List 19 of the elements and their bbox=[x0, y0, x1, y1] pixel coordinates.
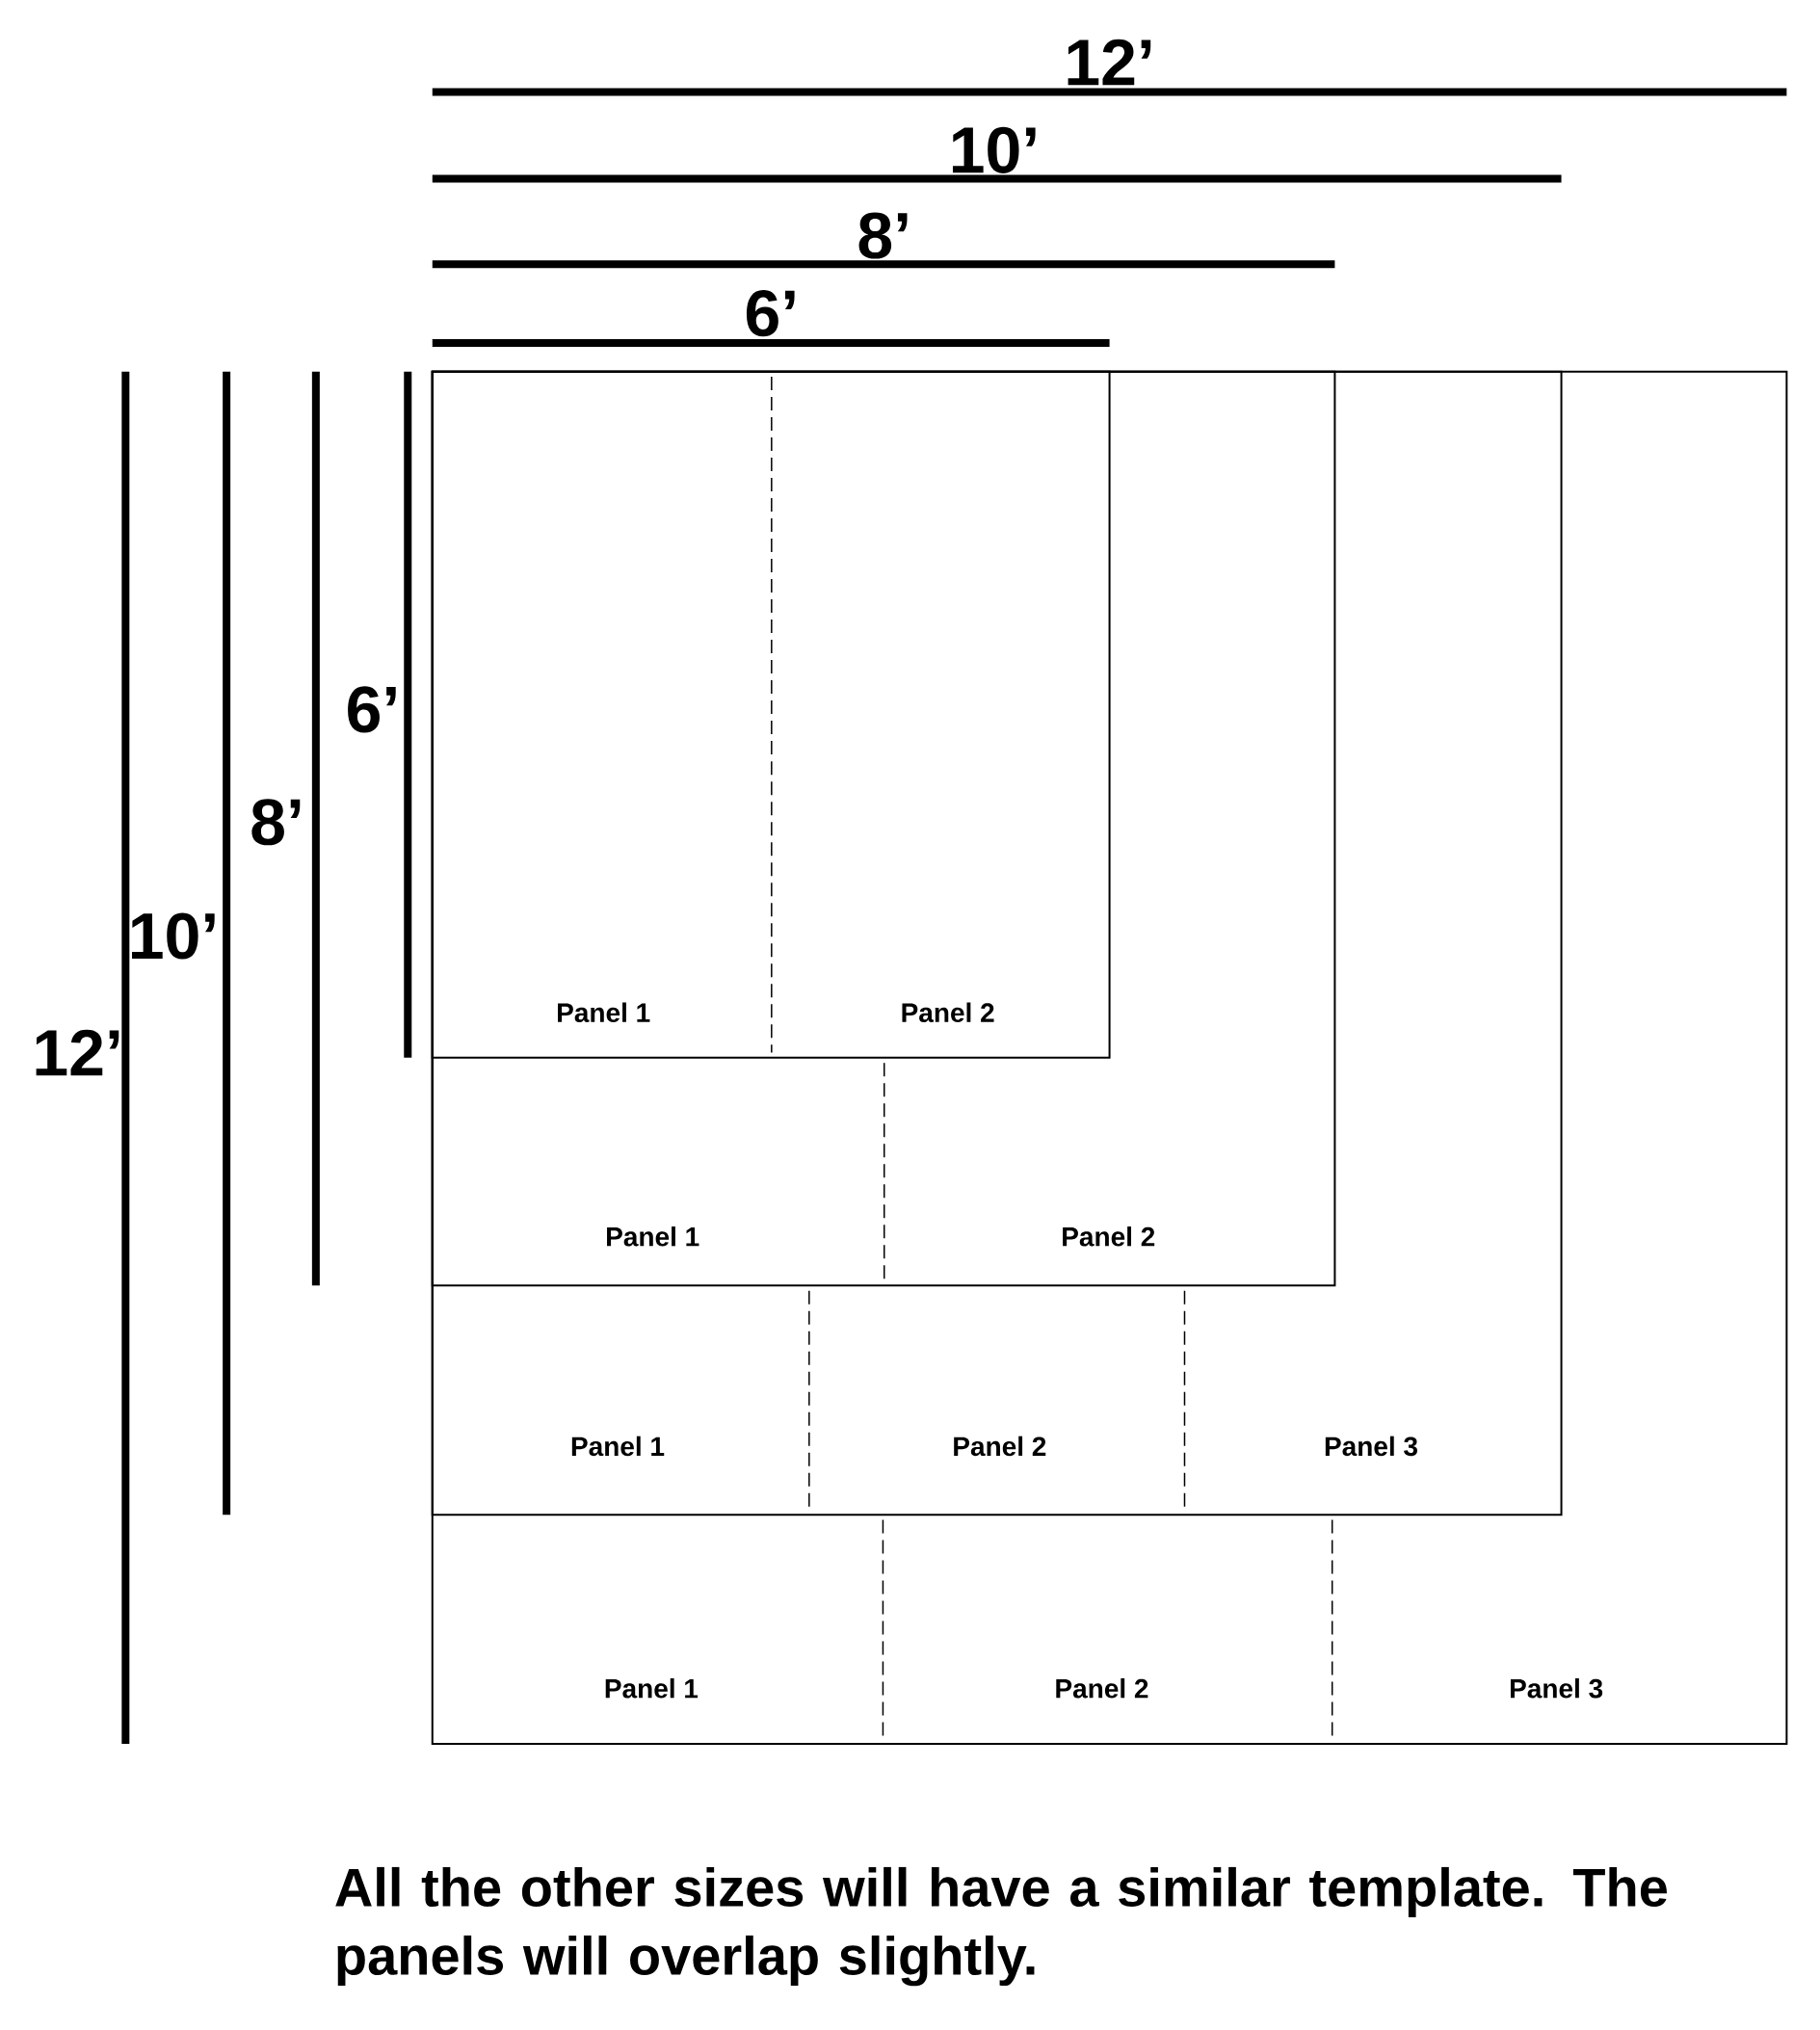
dimension-label: 6’ bbox=[746, 290, 795, 337]
panel-label: Panel 3 bbox=[1325, 1436, 1417, 1457]
dimension-label: 6’ bbox=[347, 686, 396, 733]
panel-label: Panel 1 bbox=[571, 1436, 665, 1457]
panel-label: Panel 2 bbox=[902, 1002, 994, 1023]
dimension-label: 8’ bbox=[858, 212, 908, 259]
panel-label: Panel 2 bbox=[1063, 1226, 1155, 1247]
dimension-label: 10’ bbox=[131, 912, 215, 960]
panel-label: Panel 1 bbox=[605, 1678, 698, 1699]
caption: All the other sizes will have a similar template. The panels will overlap slightly. bbox=[335, 1866, 1667, 1987]
panel-label: Panel 1 bbox=[606, 1226, 699, 1247]
dimension-label: 8’ bbox=[251, 799, 301, 846]
panel-label: Panel 3 bbox=[1510, 1678, 1602, 1699]
dimension-label: 12’ bbox=[1068, 39, 1151, 86]
panel-label: Panel 2 bbox=[1056, 1678, 1148, 1699]
panel-label: Panel 2 bbox=[954, 1436, 1046, 1457]
dimension-label: 10’ bbox=[952, 126, 1036, 173]
dimension-label: 12’ bbox=[36, 1029, 119, 1076]
panel-label: Panel 1 bbox=[557, 1002, 650, 1023]
